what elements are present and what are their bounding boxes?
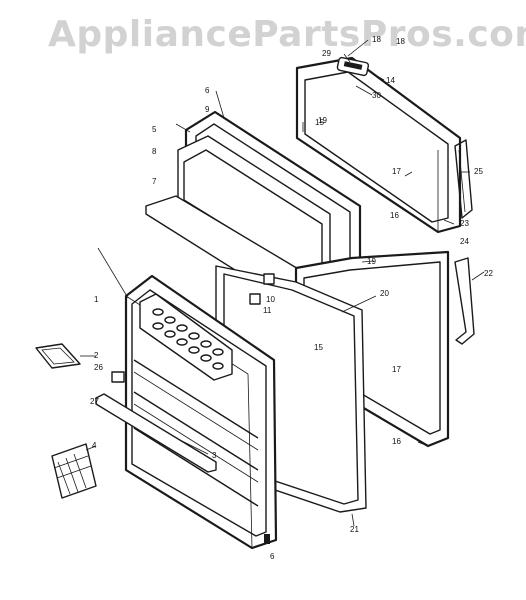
callout-17: 17 [392, 167, 401, 176]
callout-20: 20 [380, 289, 389, 298]
callout-9: 9 [205, 105, 210, 114]
callout-30: 30 [372, 91, 381, 100]
bottom-hinge-pin [264, 534, 270, 544]
callout-numbers: 1 2 3 4 5 6 6 7 8 9 10 11 14 15 15 16 16… [90, 35, 493, 561]
storage-cover [35, 343, 81, 369]
callout-27: 27 [90, 397, 99, 406]
fresh-food-door-handle [454, 257, 475, 345]
callout-17b: 17 [392, 365, 401, 374]
callout-25: 25 [474, 167, 483, 176]
callout-6b: 6 [270, 552, 275, 561]
door-stop [111, 371, 125, 383]
callout-22: 22 [484, 269, 493, 278]
callout-16b: 16 [392, 437, 401, 446]
callout-16: 16 [390, 211, 399, 220]
callout-14: 14 [386, 76, 395, 85]
callout-18: 18 [372, 35, 381, 44]
callout-19b: 19 [318, 116, 327, 125]
hinge-bracket [249, 273, 275, 305]
callout-15b: 15 [314, 343, 323, 352]
callout-2: 2 [94, 351, 99, 360]
callout-8: 8 [152, 147, 157, 156]
freezer-door-handle [454, 139, 473, 219]
callout-11: 11 [263, 306, 272, 315]
callout-3: 3 [212, 451, 217, 460]
callout-1: 1 [94, 295, 99, 304]
callout-5: 5 [152, 125, 157, 134]
callout-4: 4 [92, 441, 97, 450]
callout-23: 23 [460, 219, 469, 228]
callout-15: 15 [315, 118, 324, 127]
callout-18b: 18 [396, 37, 405, 46]
callout-7: 7 [152, 177, 157, 186]
callout-29: 29 [322, 49, 331, 58]
callout-6: 6 [205, 86, 210, 95]
leader-lines [80, 39, 485, 527]
egg-bin [139, 293, 233, 381]
watermark: AppliancePartsPros.com [48, 14, 526, 55]
callout-10: 10 [266, 295, 275, 304]
callout-21: 21 [350, 525, 359, 534]
freezer-door-handle-cap [336, 56, 370, 77]
callout-26: 26 [94, 363, 103, 372]
shelf-rail [95, 393, 217, 473]
vent-grille [51, 443, 97, 499]
callout-24: 24 [460, 237, 469, 246]
callout-19: 19 [367, 257, 376, 266]
door-shelves [133, 359, 259, 507]
